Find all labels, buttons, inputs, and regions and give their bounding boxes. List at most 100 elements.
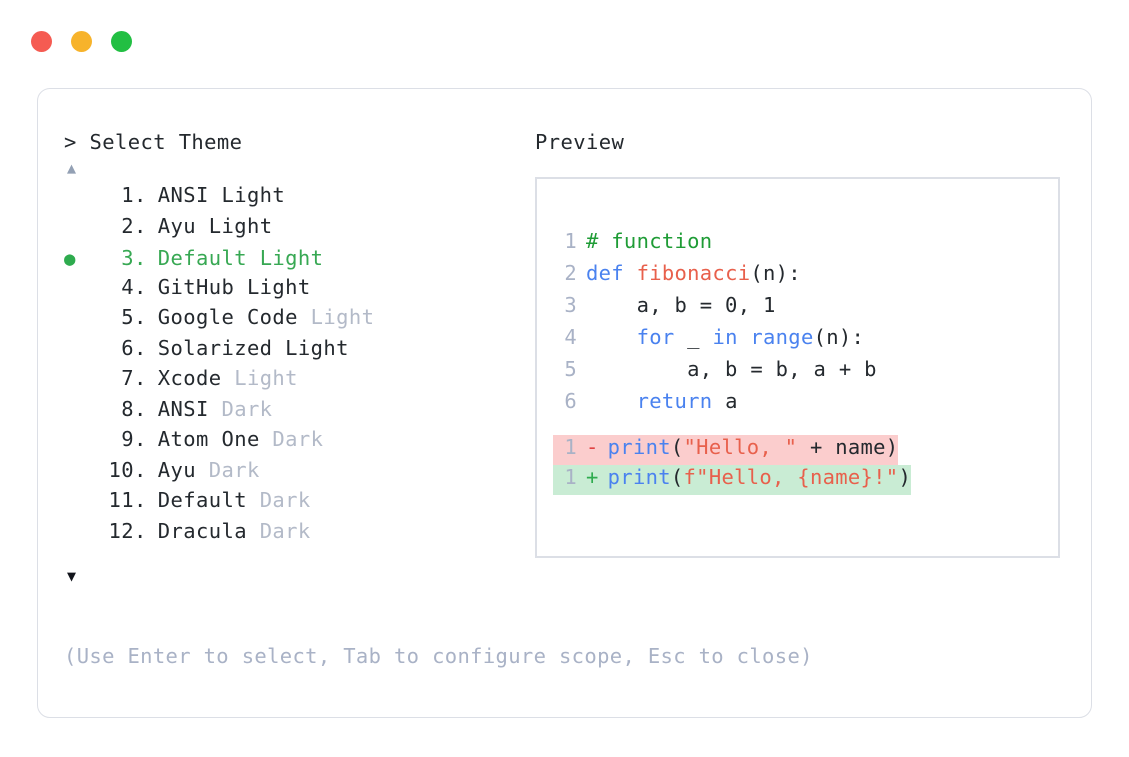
code-token: + name) xyxy=(797,435,899,459)
code-token: for xyxy=(636,325,675,349)
code-line: 1# function xyxy=(553,229,1056,261)
window-minimize-button[interactable] xyxy=(71,31,92,52)
theme-item-name: Dracula xyxy=(157,518,247,543)
theme-list-item[interactable]: 10.Ayu Dark xyxy=(64,458,534,489)
theme-item-number-dot: . xyxy=(134,366,147,390)
code-line-number: 6 xyxy=(564,389,577,413)
diff-line-number: 1 xyxy=(564,465,577,489)
window-titlebar xyxy=(0,0,1129,80)
code-token: ( xyxy=(670,435,684,459)
theme-item-variant-tag: Dark xyxy=(208,396,273,421)
code-line-text: for _ in range(n): xyxy=(586,325,864,349)
code-token: (n): xyxy=(750,261,801,285)
theme-list-item[interactable]: 12.Dracula Dark xyxy=(64,519,534,550)
theme-item-number: 11 xyxy=(108,488,134,512)
code-line-text: a, b = b, a + b xyxy=(586,357,877,381)
theme-list-item[interactable]: 1.ANSI Light xyxy=(64,183,534,214)
code-token: print xyxy=(607,435,671,459)
theme-item-name: Xcode xyxy=(157,366,222,390)
theme-item-number-dot: . xyxy=(134,488,147,512)
code-token: a, b = 0, 1 xyxy=(586,293,776,317)
theme-item-name: Ayu xyxy=(157,457,196,482)
diff-sign: + xyxy=(586,465,599,489)
preview-label: Preview xyxy=(535,130,625,154)
code-token: ( xyxy=(670,465,684,489)
theme-item-number-dot: . xyxy=(134,213,147,238)
code-token: ) xyxy=(898,465,912,489)
theme-item-name: Atom One xyxy=(157,427,260,451)
theme-item-name: Solarized xyxy=(157,335,273,360)
theme-item-number: 1 xyxy=(121,183,134,207)
diff-sign: - xyxy=(586,435,599,459)
code-token: return xyxy=(636,389,713,413)
theme-item-number: 4 xyxy=(121,274,134,299)
code-token: _ xyxy=(674,325,713,349)
theme-item-number: 5 xyxy=(121,305,134,329)
theme-list-item[interactable]: ●3.Default Light xyxy=(64,244,534,275)
keyboard-hint: (Use Enter to select, Tab to configure s… xyxy=(64,644,813,668)
theme-item-variant-tag: Light xyxy=(208,183,286,207)
theme-item-variant-tag: Light xyxy=(246,246,324,270)
prompt-row: > Select Theme xyxy=(64,127,534,157)
theme-item-number-dot: . xyxy=(134,518,147,543)
theme-item-number-dot: . xyxy=(134,335,147,360)
theme-item-variant-tag: Dark xyxy=(259,427,324,451)
theme-list-item[interactable]: 2.Ayu Light xyxy=(64,214,534,245)
code-line-number: 3 xyxy=(564,293,577,317)
scroll-down-icon[interactable]: ▼ xyxy=(67,567,77,585)
theme-item-number-dot: . xyxy=(134,457,147,482)
code-line-text: a, b = 0, 1 xyxy=(586,293,776,317)
code-token: fibonacci xyxy=(636,261,751,285)
theme-item-number-dot: . xyxy=(134,396,147,421)
code-token xyxy=(586,389,637,413)
diff-line-added: 1 + print(f"Hello, {name}!") xyxy=(553,465,912,495)
code-line-number: 5 xyxy=(564,357,577,381)
theme-item-variant-tag: Light xyxy=(221,366,298,390)
theme-list-item[interactable]: 7.Xcode Light xyxy=(64,366,534,397)
theme-item-name: ANSI xyxy=(157,183,209,207)
code-line-text: return a xyxy=(586,389,738,413)
theme-list-item[interactable]: 6.Solarized Light xyxy=(64,336,534,367)
theme-item-number-dot: . xyxy=(134,305,147,329)
theme-item-name: GitHub xyxy=(157,274,235,299)
code-token xyxy=(586,325,637,349)
code-token: (n): xyxy=(813,325,865,349)
code-token: print xyxy=(607,465,671,489)
theme-item-number: 8 xyxy=(121,396,134,421)
diff-block: 1-print("Hello, " + name)1+print(f"Hello… xyxy=(553,435,1056,495)
code-token: a, b = b, a + b xyxy=(586,357,877,381)
window-close-button[interactable] xyxy=(31,31,52,52)
code-token: f"Hello, {name}!" xyxy=(683,465,899,489)
theme-item-name: Default xyxy=(157,488,247,512)
theme-item-number: 2 xyxy=(121,213,134,238)
theme-item-number: 6 xyxy=(121,335,134,360)
theme-item-name: Default xyxy=(157,246,247,270)
theme-item-name: Ayu xyxy=(157,213,196,238)
theme-item-variant-tag: Dark xyxy=(246,488,311,512)
theme-list-item[interactable]: 4. GitHub Light xyxy=(64,275,534,306)
theme-item-name: Google Code xyxy=(157,305,298,329)
theme-item-variant-tag: Light xyxy=(234,274,311,299)
scroll-up-icon[interactable]: ▲ xyxy=(67,159,77,177)
page-title: Select Theme xyxy=(89,130,243,154)
selected-bullet-icon: ● xyxy=(64,248,76,270)
theme-item-number: 10 xyxy=(108,457,134,482)
code-line-number: 4 xyxy=(564,325,577,349)
theme-list-item[interactable]: 5.Google Code Light xyxy=(64,305,534,336)
theme-item-name: ANSI xyxy=(157,396,209,421)
code-token: in range xyxy=(712,325,814,349)
theme-list-item[interactable]: 8. ANSI Dark xyxy=(64,397,534,428)
theme-item-number-dot: . xyxy=(134,274,147,299)
theme-list-item[interactable]: 9.Atom One Dark xyxy=(64,427,534,458)
theme-list-item[interactable]: 11. Default Dark xyxy=(64,488,534,519)
code-token: # function xyxy=(586,229,713,253)
window-maximize-button[interactable] xyxy=(111,31,132,52)
code-line: 5 a, b = b, a + b xyxy=(553,357,1056,389)
